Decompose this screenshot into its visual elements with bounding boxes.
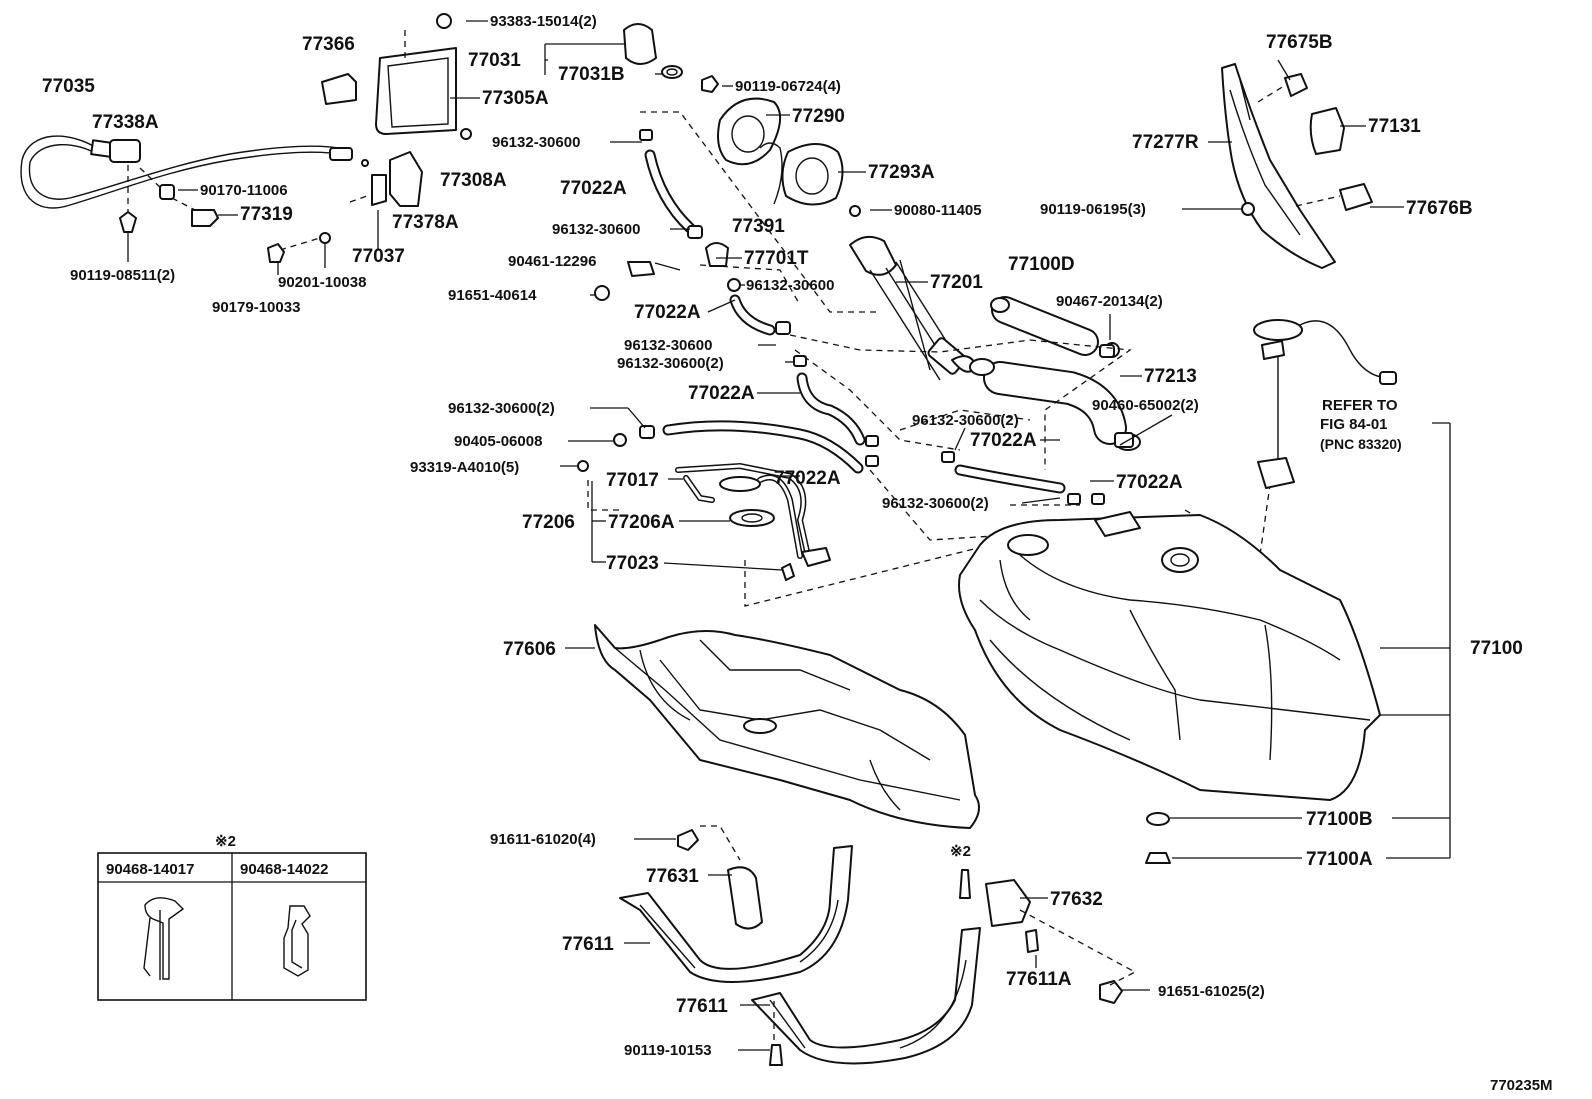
label-77100B: 77100B [1306,809,1373,830]
filler-pipe-illustration [849,235,977,381]
vapor-hoses-illustration [577,129,1134,505]
label-90461-12296: 90461-12296 [508,253,596,270]
label-93383-15014: 93383-15014(2) [490,13,597,30]
label-77701T: 77701T [744,248,809,269]
label-77293A: 77293A [868,162,935,183]
label-91651-61025: 91651-61025(2) [1158,983,1265,1000]
label-77632: 77632 [1050,889,1103,910]
label-refer-to: REFER TO [1322,397,1398,414]
label-96132-30600-e: 96132-30600(2) [617,355,724,372]
label-77131: 77131 [1368,116,1421,137]
filler-neck-upper-illustration [717,97,861,217]
inset-col2-header: 90468-14022 [240,861,328,878]
label-77022A-b: 77022A [634,302,701,323]
label-77611-b: 77611 [676,996,728,1017]
label-77206: 77206 [522,512,575,533]
label-77631: 77631 [646,866,699,887]
diagram-id-label: 770235M [1490,1077,1553,1094]
filler-hoses-illustration [969,296,1141,451]
label-77378A: 77378A [392,212,459,233]
label-77022A-f: 77022A [1116,472,1183,493]
label-77037: 77037 [352,246,405,267]
label-96132-30600-a: 96132-30600 [492,134,580,151]
label-93319-A4010: 93319-A4010(5) [410,459,519,476]
leader-lines [178,20,1451,1051]
label-77391: 77391 [732,216,785,237]
label-91611-61020: 91611-61020(4) [490,831,596,848]
label-77201: 77201 [930,272,983,293]
label-refer-fig: FIG 84-01 [1320,416,1388,433]
label-77022A-c: 77022A [688,383,755,404]
label-77031B: 77031B [558,64,625,85]
fuel-lid-opener-cable-illustration [20,135,369,262]
fuel-lid-illustration [267,13,472,263]
label-77338A: 77338A [92,112,159,133]
label-77206A: 77206A [608,512,675,533]
relation-dashed-lines [587,111,1271,607]
tank-protector-illustration [594,624,980,829]
callout-labels: 77035 77338A 77366 93383-15014(2) 77031 … [42,13,1553,1094]
label-96132-30600-h: 96132-30600(2) [882,495,989,512]
label-77611A: 77611A [1006,969,1072,990]
label-77100: 77100 [1470,638,1523,659]
label-91651-40614: 91651-40614 [448,287,537,304]
label-77031: 77031 [468,50,521,71]
label-77022A-e: 77022A [774,468,841,489]
label-77308A: 77308A [440,170,507,191]
label-90467-20134: 90467-20134(2) [1056,293,1163,310]
label-90119-10153: 90119-10153 [624,1042,712,1059]
label-note-mark-a: ※2 [950,843,971,860]
label-77305A: 77305A [482,88,549,109]
label-90170-11006: 90170-11006 [200,182,288,199]
label-77366: 77366 [302,34,355,55]
label-77606: 77606 [503,639,556,660]
label-96132-30600-c: 96132-30600 [746,277,834,294]
label-96132-30600-b: 96132-30600 [552,221,640,238]
inset-col1-header: 90468-14017 [106,861,194,878]
fuel-lines-illustration [675,462,831,581]
label-77611-a: 77611 [562,934,614,955]
label-90460-65002: 90460-65002(2) [1092,397,1199,414]
label-refer-pnc: (PNC 83320) [1320,436,1402,452]
label-90201-10038: 90201-10038 [278,274,366,291]
label-77675B: 77675B [1266,32,1333,53]
label-77017: 77017 [606,470,659,491]
label-77022A-d: 77022A [970,430,1037,451]
label-90080-11405: 90080-11405 [894,202,982,219]
label-77022A-a: 77022A [560,178,627,199]
inset-note-mark: ※2 [215,833,236,850]
label-90119-06724: 90119-06724(4) [735,78,841,95]
label-77290: 77290 [792,106,845,127]
fuel-sender-gauge-illustration [1253,319,1397,489]
label-96132-30600-d: 96132-30600 [624,337,712,354]
label-77023: 77023 [606,553,659,574]
heat-insulator-illustration [1221,63,1373,269]
tank-plugs-illustration [1145,812,1171,864]
filler-cap-illustration [623,23,719,93]
label-77213: 77213 [1144,366,1197,387]
label-77100D: 77100D [1008,254,1075,275]
label-90119-08511: 90119-08511(2) [70,267,175,284]
label-90405-06008: 90405-06008 [454,433,542,450]
label-77035: 77035 [42,76,95,97]
label-77319: 77319 [240,204,293,225]
clip-inset-table: ※2 90468-14017 90468-14022 [97,833,367,1001]
label-90119-06195: 90119-06195(3) [1040,201,1146,218]
label-77277R: 77277R [1132,132,1199,153]
label-90179-10033: 90179-10033 [212,299,300,316]
label-77676B: 77676B [1406,198,1473,219]
label-77100A: 77100A [1306,849,1373,870]
label-96132-30600-f: 96132-30600(2) [448,400,555,417]
tank-straps-illustration [619,825,1137,1066]
fuel-tank-illustration [958,511,1381,801]
label-96132-30600-g: 96132-30600(2) [912,412,1019,429]
